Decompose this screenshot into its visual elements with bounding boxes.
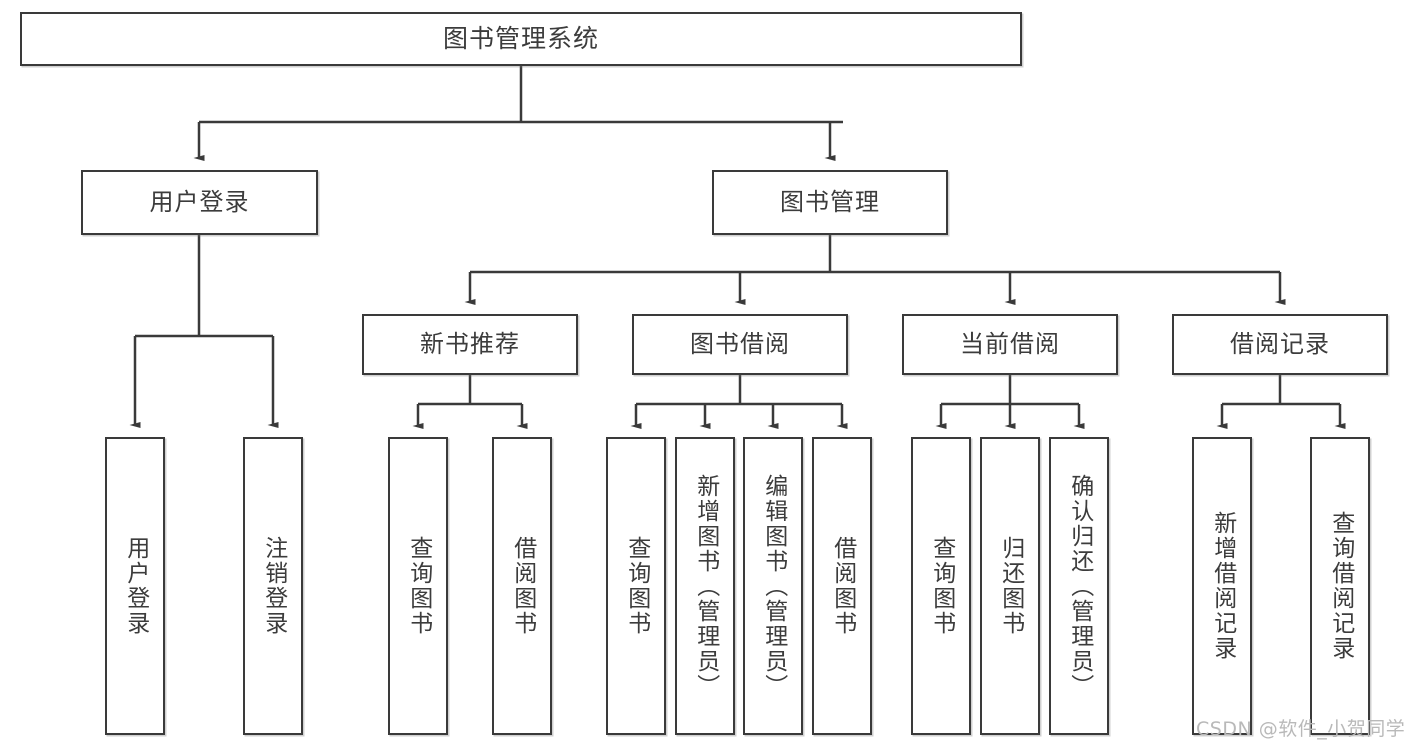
- node-user-login[interactable]: 用户登录: [81, 170, 318, 235]
- leaf-current-borrow-confirm-return-admin[interactable]: 确认归还（管理员）: [1049, 437, 1109, 735]
- node-borrowing-records[interactable]: 借阅记录: [1172, 314, 1388, 375]
- leaf-current-borrow-return-books[interactable]: 归还图书: [980, 437, 1040, 735]
- node-label: 查询图书: [405, 536, 432, 636]
- node-label: 确认归还（管理员）: [1066, 473, 1093, 699]
- node-label: 图书管理: [780, 188, 880, 217]
- node-label: 当前借阅: [960, 330, 1060, 359]
- node-book-borrowing[interactable]: 图书借阅: [632, 314, 848, 375]
- leaf-new-book-query-books[interactable]: 查询图书: [388, 437, 448, 735]
- leaf-current-borrow-query-books[interactable]: 查询图书: [911, 437, 971, 735]
- node-label: 用户登录: [149, 188, 250, 217]
- csdn-watermark: CSDN @软件_小贺同学: [1196, 718, 1405, 740]
- node-label: 归还图书: [997, 536, 1024, 636]
- node-book-management[interactable]: 图书管理: [712, 170, 948, 235]
- node-current-borrowing[interactable]: 当前借阅: [902, 314, 1118, 375]
- node-label: 借阅图书: [829, 536, 856, 636]
- node-label: 借阅图书: [509, 536, 536, 636]
- node-label: 图书借阅: [690, 330, 790, 359]
- leaf-book-borrow-borrow-books[interactable]: 借阅图书: [812, 437, 872, 735]
- leaf-user-login-login[interactable]: 用户登录: [105, 437, 165, 735]
- node-label: 编辑图书（管理员）: [760, 473, 787, 699]
- node-label: 新书推荐: [420, 330, 520, 359]
- leaf-user-login-logout[interactable]: 注销登录: [243, 437, 303, 735]
- leaf-new-book-borrow-books[interactable]: 借阅图书: [492, 437, 552, 735]
- node-label: 新增图书（管理员）: [692, 473, 719, 699]
- node-label: 借阅记录: [1230, 330, 1330, 359]
- node-label: 查询图书: [623, 536, 650, 636]
- node-label: 注销登录: [260, 536, 287, 636]
- node-label: 查询图书: [928, 536, 955, 636]
- node-label: 查询借阅记录: [1327, 511, 1354, 661]
- node-new-book-recommendation[interactable]: 新书推荐: [362, 314, 578, 375]
- leaf-book-borrow-query-books[interactable]: 查询图书: [606, 437, 666, 735]
- leaf-book-borrow-edit-book-admin[interactable]: 编辑图书（管理员）: [743, 437, 803, 735]
- leaf-book-borrow-add-book-admin[interactable]: 新增图书（管理员）: [675, 437, 735, 735]
- node-label: 图书管理系统: [442, 24, 599, 54]
- node-label: 新增借阅记录: [1209, 511, 1236, 661]
- node-label: 用户登录: [122, 536, 149, 636]
- leaf-borrow-record-query-record[interactable]: 查询借阅记录: [1310, 437, 1370, 735]
- leaf-borrow-record-add-record[interactable]: 新增借阅记录: [1192, 437, 1252, 735]
- node-root-book-management-system[interactable]: 图书管理系统: [20, 12, 1022, 66]
